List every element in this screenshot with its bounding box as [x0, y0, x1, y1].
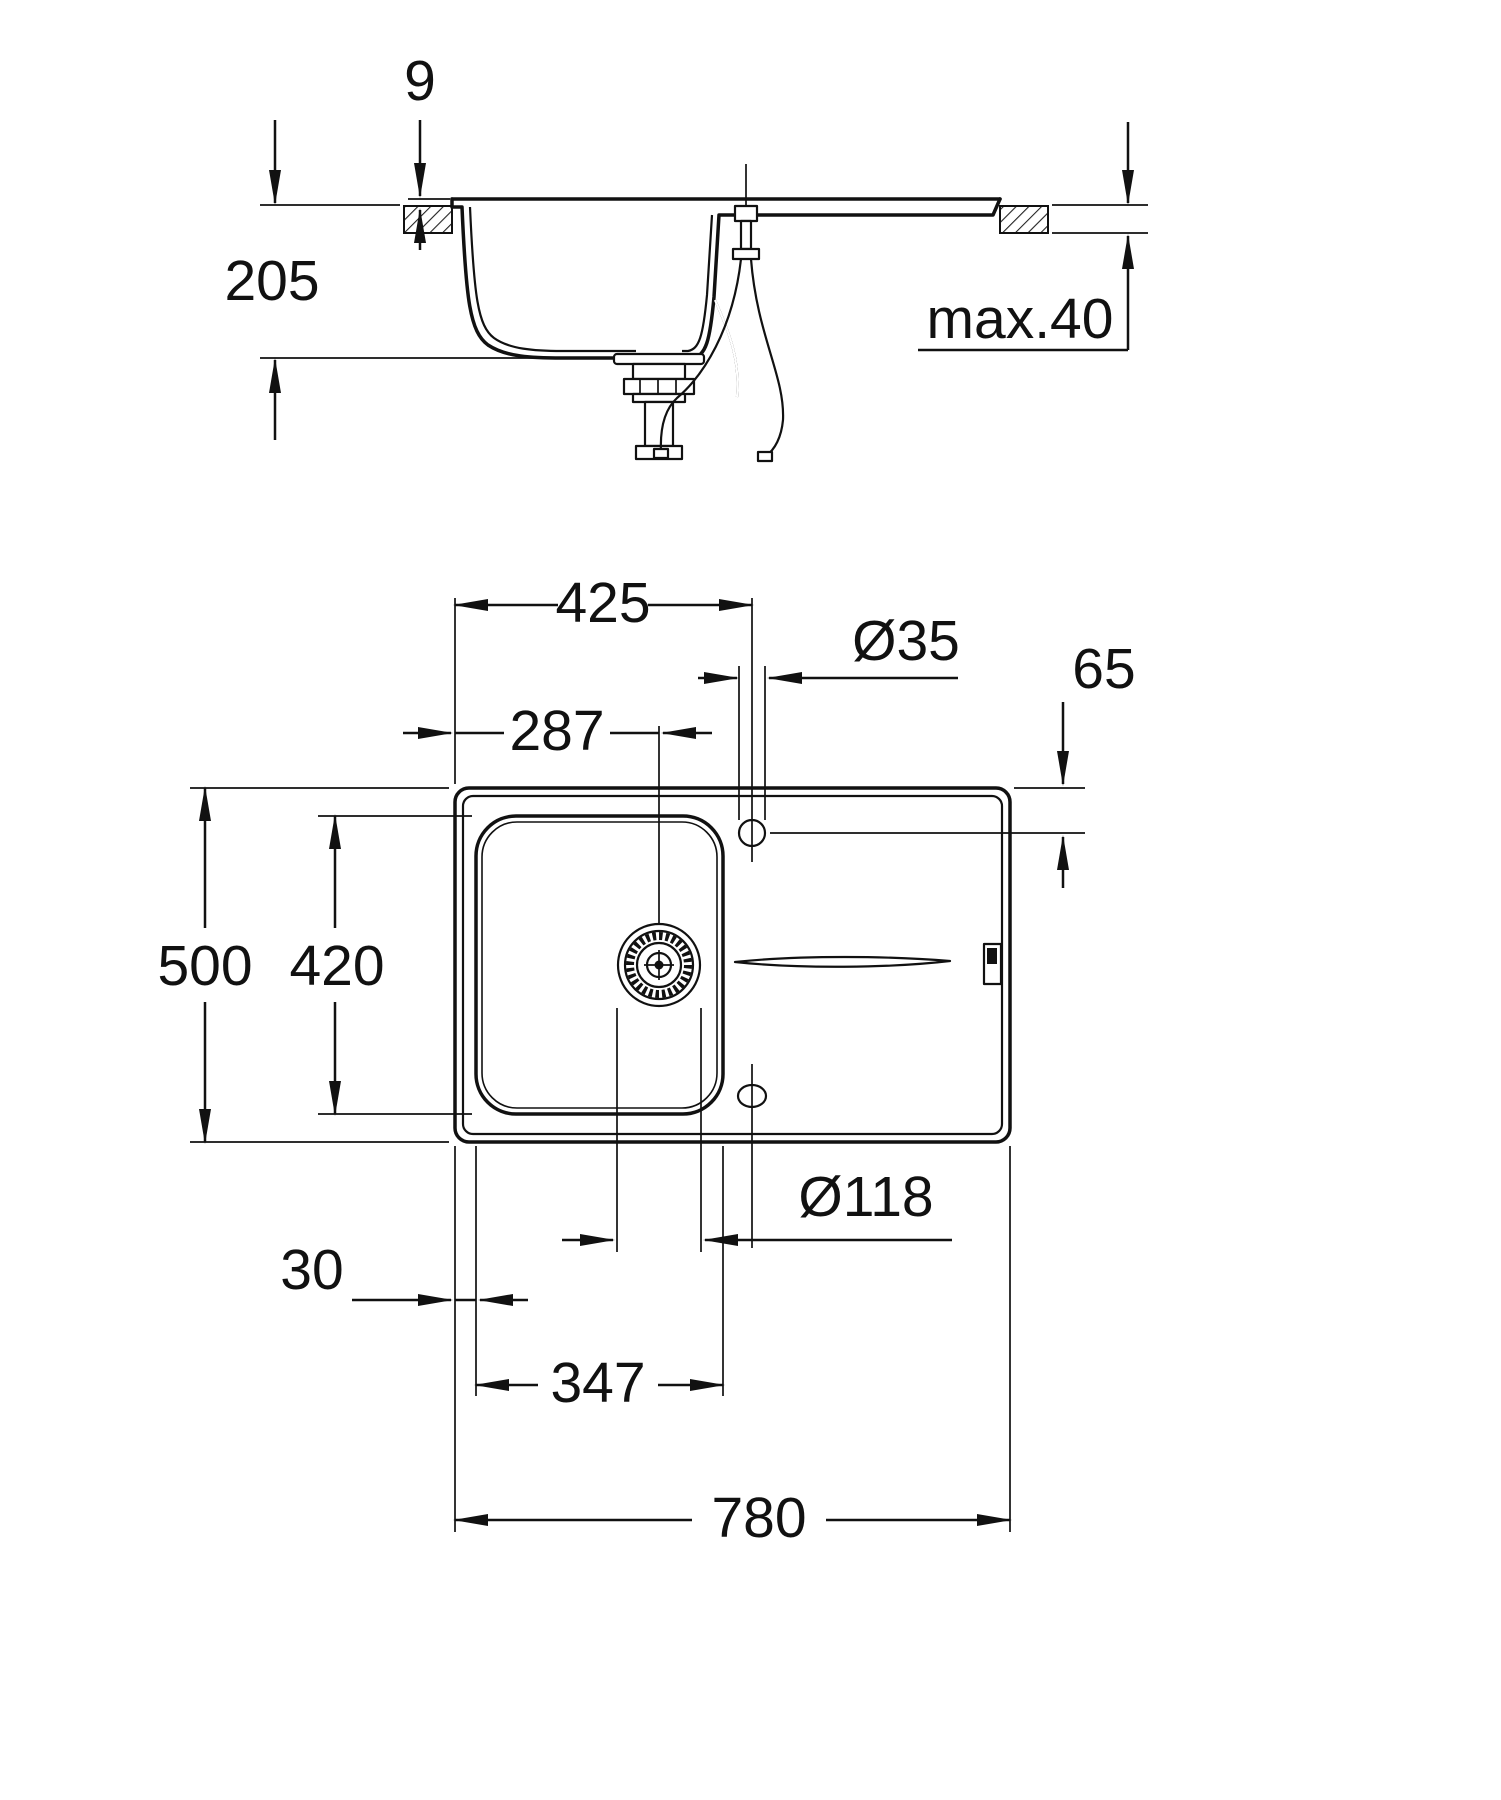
dimension-faucet-hole-diameter: Ø35 [698, 609, 960, 684]
drainer-groove [733, 955, 952, 968]
dimension-left-margin: 30 [280, 1238, 528, 1306]
sink-outline [453, 786, 1012, 1144]
construction-lines [190, 598, 1085, 1532]
dim-label-faucet-from-left: 425 [555, 571, 650, 635]
bowl-outer-left [450, 197, 638, 360]
dim-label-drain-from-left: 287 [509, 699, 604, 763]
faucet-fittings [652, 164, 785, 463]
bowl-inner-left [468, 206, 636, 353]
dimension-bowl-depth-plan: 420 [289, 813, 385, 1117]
hose-end-left [652, 447, 670, 460]
drain-strainer [616, 922, 702, 1008]
strainer-basket [635, 941, 683, 989]
drain-assembly [612, 299, 739, 461]
side-view: 9 205 max.40 [224, 49, 1148, 463]
dim-label-overall-depth: 500 [157, 934, 252, 998]
faucet-shank-nut [733, 204, 759, 223]
dimension-drain-diameter: Ø118 [562, 1165, 952, 1246]
dim-label-drain-diameter: Ø118 [798, 1165, 933, 1229]
bowl [474, 814, 725, 1116]
bowl-inner-line [481, 821, 718, 1109]
faucet-shank [739, 219, 753, 251]
dim-label-bowl-width: 347 [550, 1351, 645, 1415]
countertop-hatching [403, 205, 1049, 234]
dim-label-counter-thickness: max.40 [927, 287, 1114, 351]
dimension-overall-width: 780 [452, 1486, 1013, 1550]
dimension-bowl-depth: 205 [224, 120, 560, 440]
dim-label-faucet-from-top: 65 [1072, 637, 1135, 701]
dimension-counter-thickness: max.40 [918, 122, 1148, 352]
bowl-inner-right [682, 214, 714, 353]
dimension-bowl-width: 347 [473, 1351, 726, 1415]
edge-drain-slot-dark [987, 948, 997, 964]
dim-label-bowl-depth: 205 [224, 249, 319, 313]
dimension-rim-height: 9 [404, 49, 450, 250]
overflow-pipe-core [713, 299, 739, 398]
counter-left-block [403, 205, 453, 234]
hose-end-right [756, 450, 774, 463]
dimension-overall-depth: 500 [157, 785, 253, 1145]
drainer-details [733, 942, 1003, 986]
dimension-drain-from-left: 287 [403, 699, 712, 763]
dim-label-bowl-depth: 420 [289, 934, 384, 998]
counter-right-block [999, 205, 1049, 234]
supply-hose-left [659, 258, 743, 453]
drain-body [631, 362, 687, 381]
plan-view: 425 Ø35 65 287 500 420 [157, 571, 1135, 1550]
strainer-outer-ring [616, 922, 702, 1008]
bowl-edge [474, 814, 725, 1116]
strainer-flange [612, 352, 706, 366]
supply-hose-right [749, 258, 785, 458]
dim-label-rim-height: 9 [404, 49, 436, 113]
faucet-bracket [731, 247, 761, 261]
sink-outer-edge [453, 786, 1012, 1144]
strainer-ring [623, 929, 695, 1001]
dimension-faucet-from-top: 65 [1057, 637, 1136, 888]
dim-label-left-margin: 30 [280, 1238, 343, 1302]
dim-label-overall-width: 780 [711, 1486, 806, 1550]
sink-section-profile [450, 197, 1002, 360]
strainer-knurled-ring [626, 932, 692, 998]
dimension-faucet-from-left: 425 [452, 571, 755, 635]
overflow-pipe [713, 299, 739, 398]
dim-label-faucet-hole-diameter: Ø35 [852, 609, 960, 673]
